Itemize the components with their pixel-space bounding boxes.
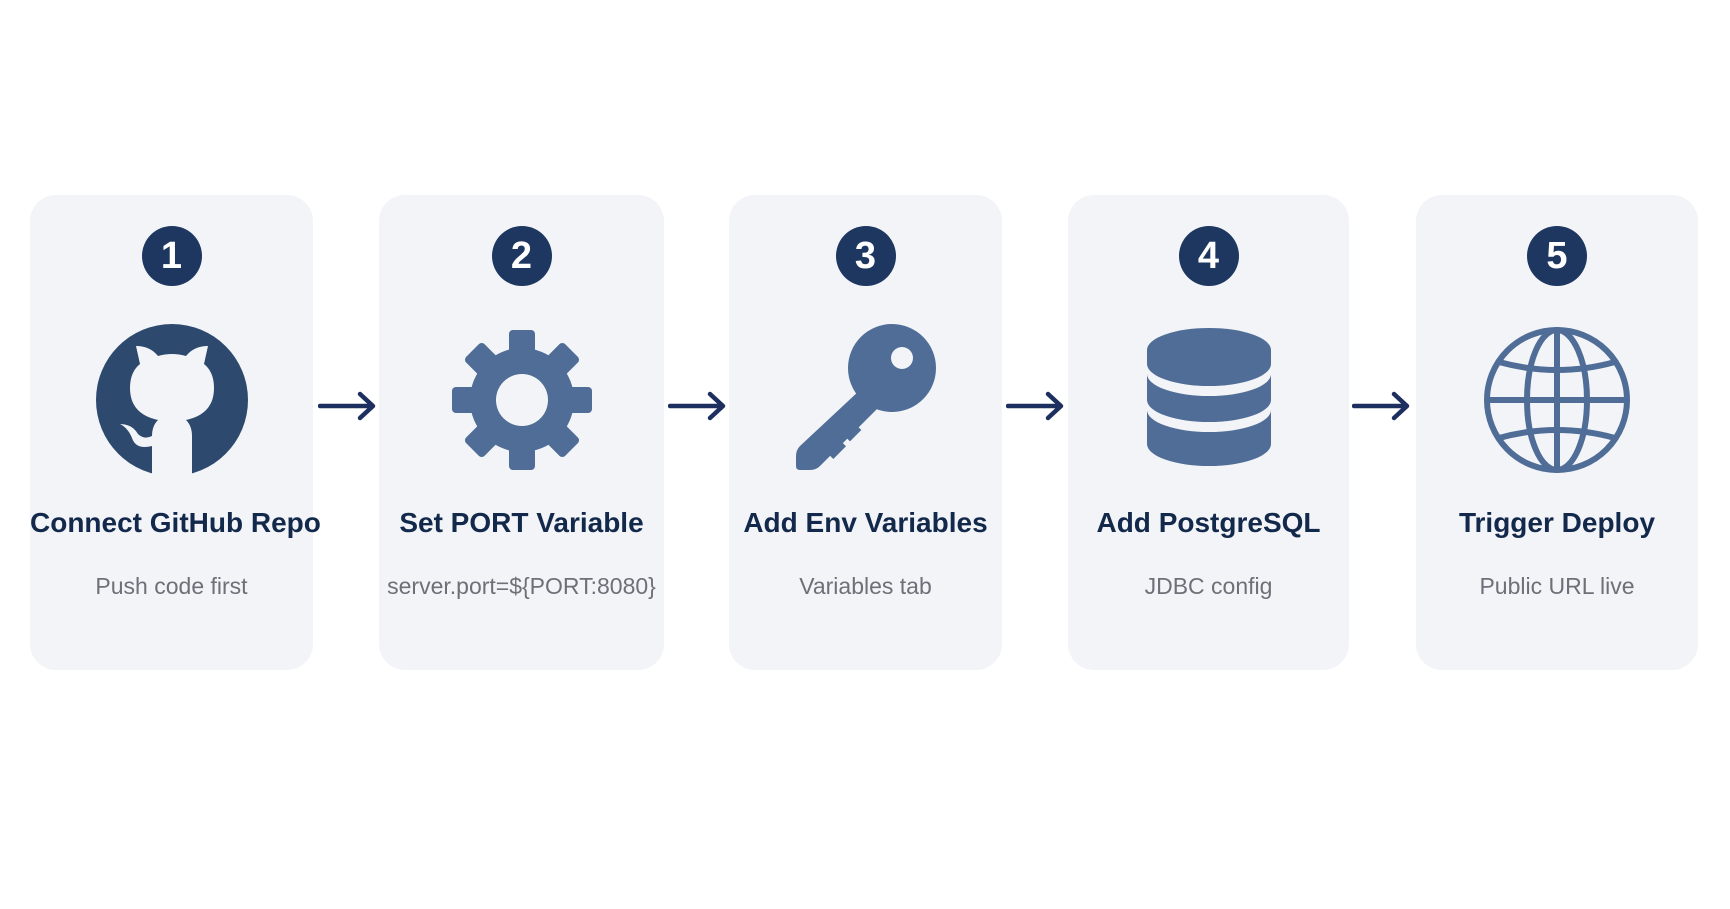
step-card-5: 5 Trigger Deploy Public URL live xyxy=(1416,195,1698,670)
arrow-right-icon xyxy=(1006,388,1066,424)
arrow-right-icon xyxy=(668,388,728,424)
step-title: Connect GitHub Repo xyxy=(30,507,321,538)
step-title: Add Env Variables xyxy=(743,507,988,538)
step-card-2: 2 Set PORT Variable server.port=${PORT:8… xyxy=(379,195,664,670)
step-subtitle: Push code first xyxy=(95,573,248,599)
globe-icon xyxy=(1477,320,1637,480)
gear-icon xyxy=(442,320,602,480)
step-subtitle: Public URL live xyxy=(1479,573,1635,599)
step-card-3: 3 Add Env Variables Variables tab xyxy=(729,195,1002,670)
step-subtitle: JDBC config xyxy=(1144,573,1273,599)
step-title: Set PORT Variable xyxy=(399,507,644,538)
step-subtitle: server.port=${PORT:8080} xyxy=(387,573,656,599)
step-title: Trigger Deploy xyxy=(1458,507,1656,538)
arrow-right-icon xyxy=(318,388,378,424)
step-number-badge: 2 xyxy=(491,226,552,286)
step-subtitle: Variables tab xyxy=(799,573,932,599)
arrow-right-icon xyxy=(1352,388,1412,424)
github-icon xyxy=(92,320,252,480)
step-card-1: 1 Connect GitHub Repo Push code first xyxy=(30,195,321,670)
step-number-badge: 4 xyxy=(1178,226,1239,286)
step-number-badge: 5 xyxy=(1527,226,1587,286)
key-icon xyxy=(786,320,946,480)
database-icon xyxy=(1129,320,1289,480)
step-card-4: 4 Add PostgreSQL JDBC config xyxy=(1068,195,1349,670)
step-title: Add PostgreSQL xyxy=(1096,507,1321,538)
step-number-badge: 3 xyxy=(835,226,896,286)
step-number-badge: 1 xyxy=(141,226,202,286)
